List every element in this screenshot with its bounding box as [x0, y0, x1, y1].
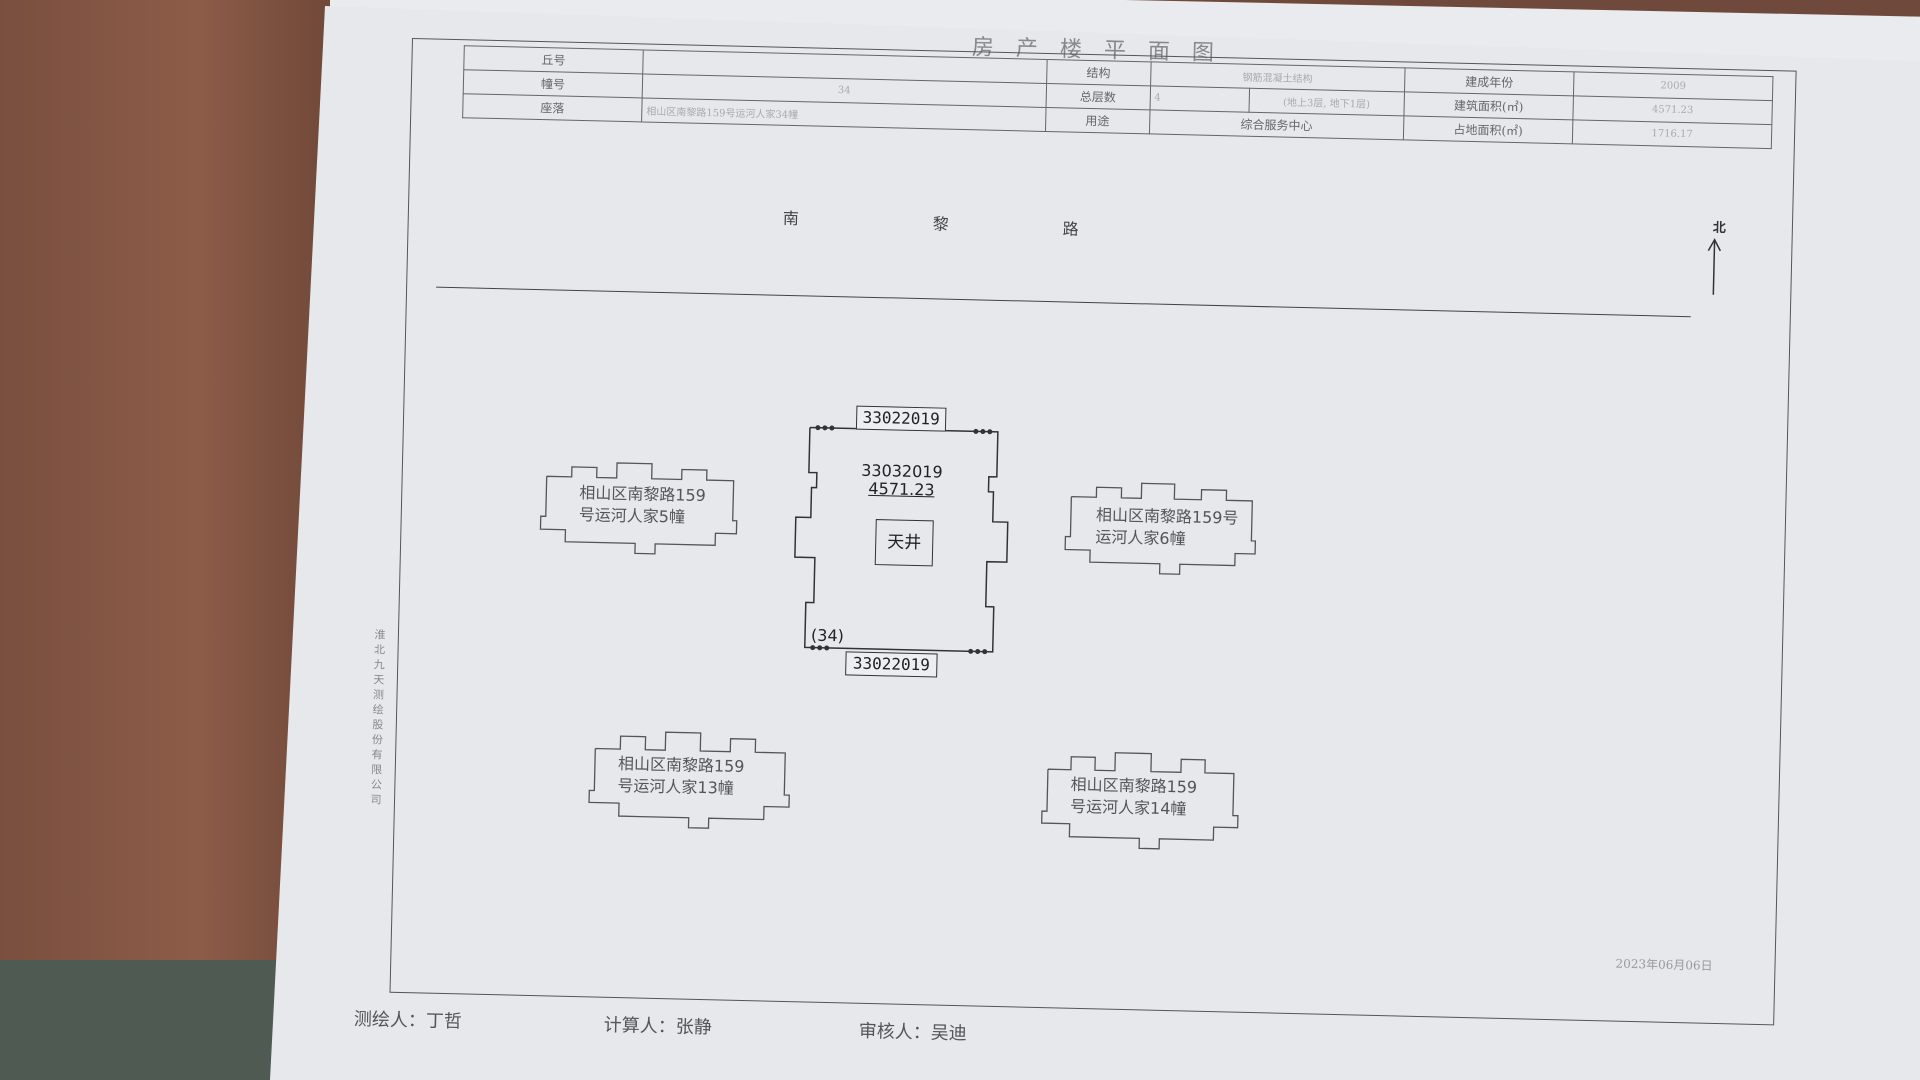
- building-6-line2: 运河人家6幢: [1095, 527, 1186, 549]
- neighbor-building-5: 相山区南黎路159 号运河人家5幢: [539, 461, 742, 556]
- parcel-code-top: 33022019: [855, 405, 947, 432]
- building-13-outline: [588, 731, 790, 829]
- building-14-outline: [1041, 752, 1239, 850]
- road-name-char: 黎: [932, 214, 950, 234]
- main-building-outline: [794, 425, 1009, 655]
- building-5-outline: [539, 462, 738, 555]
- neighbor-building-13: 相山区南黎路159 号运河人家13幢: [588, 730, 795, 830]
- building-13-line1: 相山区南黎路159: [617, 754, 745, 777]
- road-name-char: 路: [1062, 219, 1079, 239]
- courtyard-box: 天井: [874, 519, 934, 567]
- calculator-signature: 计算人：张静: [603, 1014, 713, 1039]
- value-floors: 4: [1149, 85, 1250, 113]
- building-area: 4571.23: [868, 478, 935, 500]
- building-5-line2: 号运河人家5幢: [578, 505, 686, 527]
- value-land-area: 1716.17: [1572, 119, 1772, 149]
- surveyor-signature: 测绘人：丁哲: [353, 1008, 463, 1033]
- road-name-char: 南: [782, 208, 800, 229]
- label-location: 座落: [462, 93, 643, 122]
- neighbor-building-6: 相山区南黎路159号 运河人家6幢: [1064, 482, 1262, 577]
- building-14-line1: 相山区南黎路159: [1070, 774, 1198, 797]
- label-land-area: 占地面积(㎡): [1403, 115, 1573, 144]
- unit-number: (34): [810, 625, 845, 646]
- building-14-line2: 号运河人家14幢: [1069, 796, 1187, 819]
- label-floors: 总层数: [1045, 83, 1151, 110]
- neighbor-building-14: 相山区南黎路159 号运河人家14幢: [1041, 751, 1243, 851]
- north-arrow-icon: [1707, 238, 1722, 295]
- label-usage: 用途: [1045, 107, 1150, 134]
- parcel-code-bottom: 33022019: [845, 651, 938, 678]
- building-13-line2: 号运河人家13幢: [617, 776, 735, 798]
- main-building: 33022019 33022019 33032019 4571.23 天井 (3…: [792, 405, 1023, 682]
- label-structure: 结构: [1046, 59, 1151, 86]
- value-floors-detail: (地上3层, 地下1层): [1248, 88, 1405, 116]
- document-page: [270, 6, 1920, 1080]
- desk-mat: [0, 960, 300, 1080]
- north-label: 北: [1712, 220, 1727, 237]
- date-stamp: 2023年06月06日: [1615, 956, 1713, 973]
- building-5-line1: 相山区南黎路159: [579, 483, 707, 506]
- reviewer-signature: 审核人：吴迪: [858, 1020, 967, 1045]
- floor-plan-sheet: 房产楼平面图 丘号 结构 钢筋混凝土结构 建成年份 2009 幢号 34 总层数…: [354, 35, 1801, 1044]
- building-6-outline: [1064, 482, 1257, 575]
